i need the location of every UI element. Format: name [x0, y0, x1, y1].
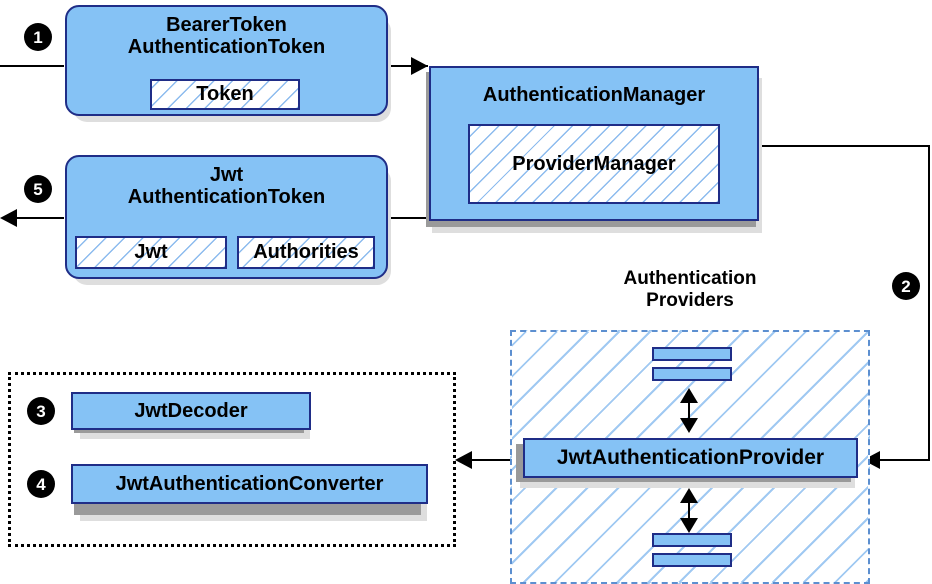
- step-marker-4: 4: [27, 470, 55, 498]
- authorities-field-label: Authorities: [253, 241, 359, 263]
- arrowhead-provider-down-top: [680, 418, 698, 433]
- bearer-token-line2: AuthenticationToken: [127, 36, 326, 59]
- connector-provider-up-link: [688, 392, 690, 430]
- step-marker-5: 5: [24, 175, 52, 203]
- provider-placeholder-bar-1: [652, 347, 732, 361]
- step-marker-3: 3: [27, 397, 55, 425]
- jwt-authentication-provider-box[interactable]: JwtAuthenticationProvider: [523, 438, 858, 478]
- arrowhead-response-out: [0, 209, 17, 227]
- arrowhead-provider-to-support: [455, 451, 472, 469]
- jwt-authentication-converter-label: JwtAuthenticationConverter: [115, 472, 384, 495]
- step-marker-3-label: 3: [36, 401, 46, 421]
- connector-manager-right: [759, 145, 930, 147]
- arrowhead-provider-up-bottom: [680, 488, 698, 503]
- authentication-providers-caption-line2: Providers: [646, 289, 734, 311]
- step-marker-4-label: 4: [36, 474, 46, 494]
- step-marker-2: 2: [892, 272, 920, 300]
- jwt-token-line1: Jwt: [209, 164, 244, 186]
- authentication-providers-caption: Authentication Providers: [560, 268, 820, 311]
- jwt-authentication-provider-label: JwtAuthenticationProvider: [556, 446, 825, 470]
- jwt-token-line2: AuthenticationToken: [127, 186, 326, 209]
- provider-placeholder-bar-2: [652, 367, 732, 381]
- provider-placeholder-bar-4: [652, 553, 732, 567]
- step-marker-1-label: 1: [33, 27, 43, 47]
- jwt-support-zone: [8, 372, 456, 547]
- authorities-field-box[interactable]: Authorities: [237, 236, 375, 269]
- arrowhead-provider-up: [680, 388, 698, 403]
- connector-manager-down: [928, 145, 930, 460]
- authentication-providers-caption-line1: Authentication: [623, 268, 757, 289]
- jwt-field-box[interactable]: Jwt: [75, 236, 227, 269]
- connector-into-provider: [880, 459, 930, 461]
- arrowhead-provider-down: [680, 518, 698, 533]
- step-marker-1: 1: [24, 23, 52, 51]
- provider-manager-box[interactable]: ProviderManager: [468, 124, 720, 204]
- connector-token-to-manager: [388, 65, 428, 67]
- connector-response-out: [16, 217, 64, 219]
- jwt-field-label: Jwt: [134, 241, 168, 263]
- step-marker-5-label: 5: [33, 179, 43, 199]
- bearer-token-line1: BearerToken: [166, 14, 287, 36]
- connector-provider-down-link: [688, 492, 690, 530]
- connector-provider-to-support: [472, 459, 522, 461]
- jwt-decoder-box[interactable]: JwtDecoder: [71, 392, 311, 430]
- connector-manager-to-jwttoken: [388, 217, 432, 219]
- authentication-manager-title: AuthenticationManager: [482, 84, 706, 106]
- token-field-label: Token: [196, 83, 254, 105]
- jwt-decoder-label: JwtDecoder: [134, 399, 248, 422]
- provider-placeholder-bar-3: [652, 533, 732, 547]
- connector-request-in: [0, 65, 64, 67]
- jwt-authentication-converter-box[interactable]: JwtAuthenticationConverter: [71, 464, 428, 504]
- provider-manager-label: ProviderManager: [512, 152, 676, 175]
- step-marker-2-label: 2: [901, 276, 911, 296]
- arrowhead-token-to-manager: [411, 57, 428, 75]
- token-field-box[interactable]: Token: [150, 79, 300, 110]
